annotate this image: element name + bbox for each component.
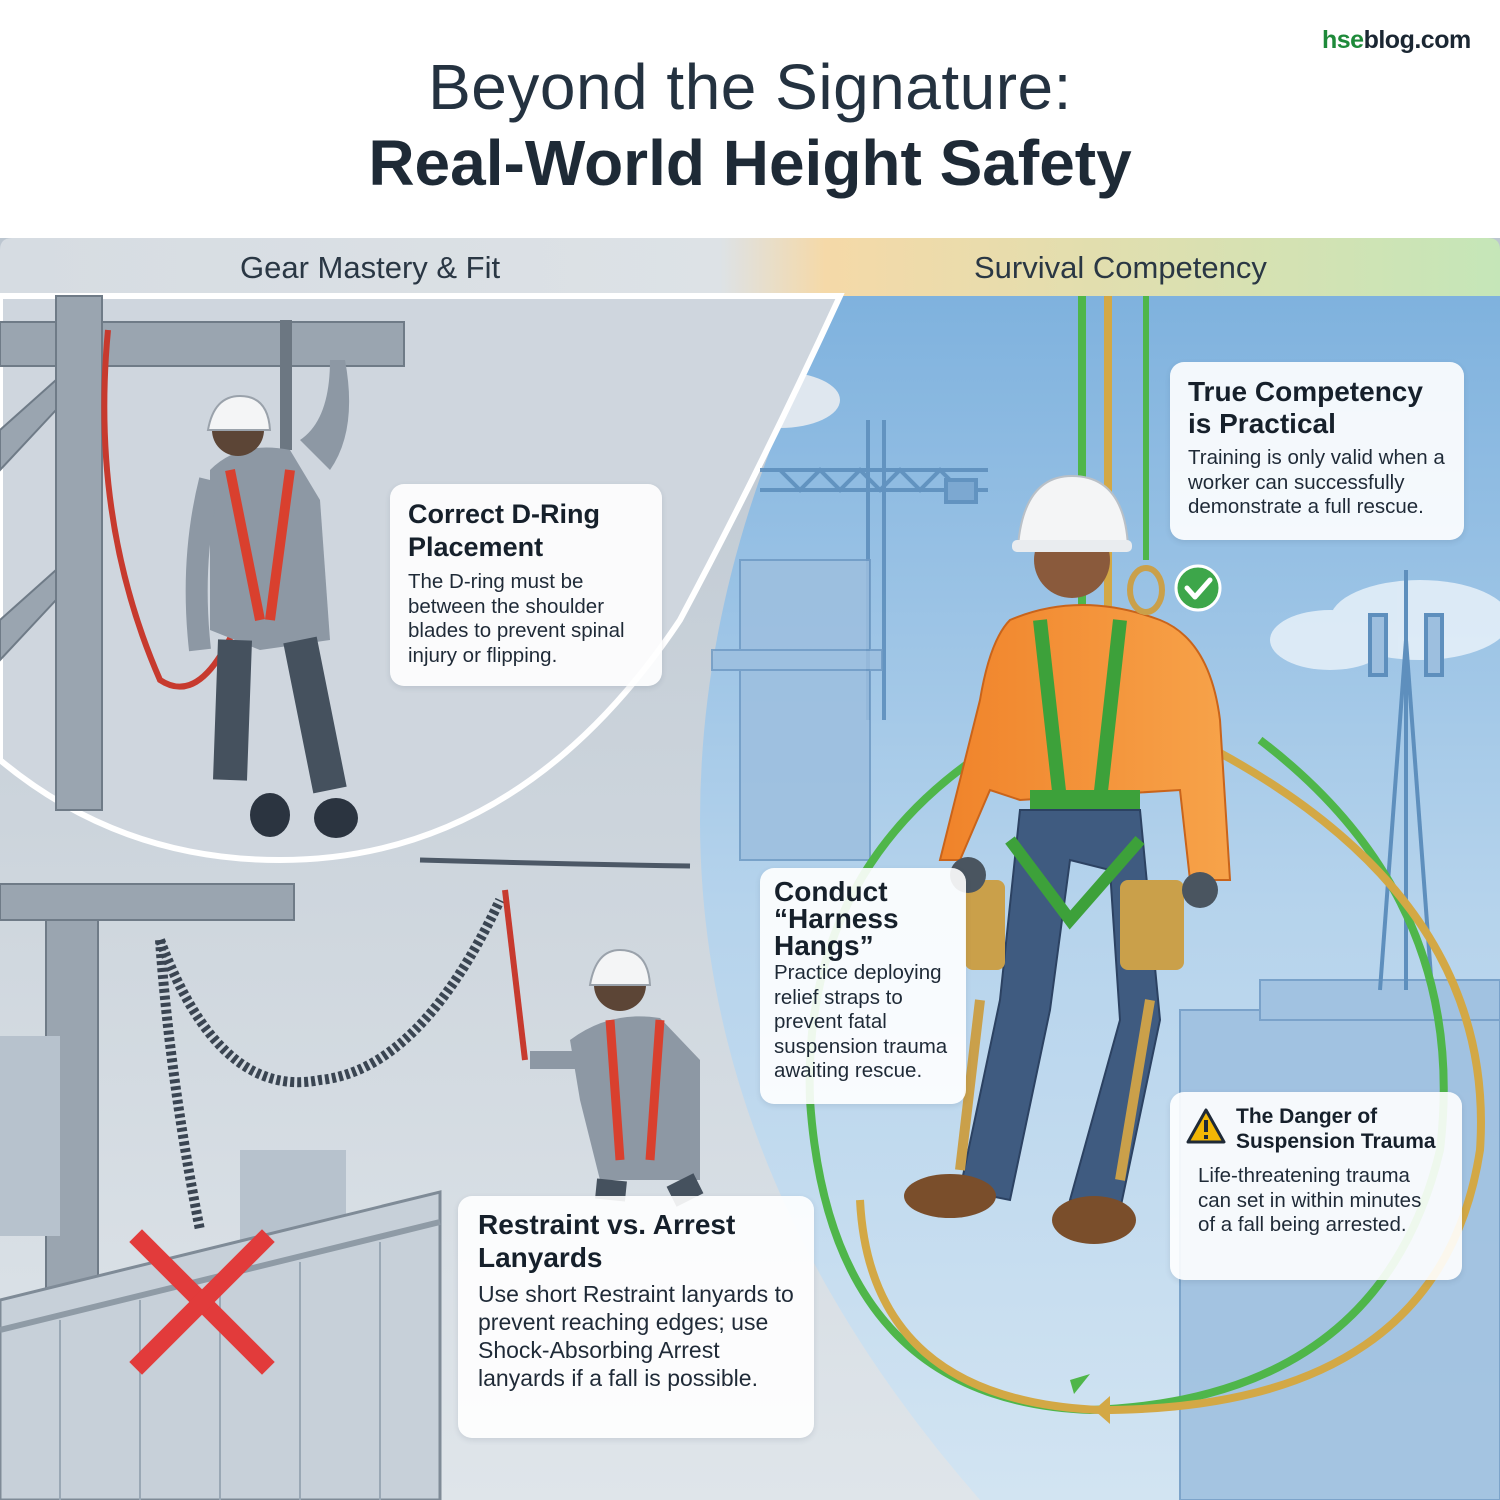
cross-icon [129, 1229, 275, 1375]
brand-logo: hseblog.com [1322, 26, 1471, 55]
worker-upper [101, 320, 358, 838]
buildings-lower-left [0, 1036, 346, 1270]
rescue-loop-gold [856, 296, 1485, 1415]
page-title-line-2: Real-World Height Safety [368, 127, 1132, 199]
worker-hanging [904, 474, 1232, 1244]
card-hangs-heading: Conduct “Harness Hangs” [774, 876, 899, 961]
card-trauma-heading: The Danger of Suspension Trauma [1236, 1105, 1436, 1153]
card-suspension-trauma: The Danger of Suspension Trauma Life-thr… [1170, 1092, 1462, 1280]
brand-part-1: hse [1322, 26, 1364, 54]
check-icon [1174, 564, 1222, 612]
card-restraint-vs-arrest: Restraint vs. Arrest Lanyards Use short … [458, 1196, 814, 1438]
card-dring-heading: Correct D-Ring Placement [408, 499, 601, 562]
card-dring-placement: Correct D-Ring Placement The D-ring must… [390, 484, 662, 686]
card-trauma-body: Life-threatening trauma can set in withi… [1198, 1164, 1422, 1236]
card-true-competency: True Competency is Practical Training is… [1170, 362, 1464, 540]
warning-icon [1186, 1108, 1226, 1144]
card-hangs-body: Practice deploying relief straps to prev… [774, 961, 948, 1082]
card-harness-hangs: Conduct “Harness Hangs” Practice deployi… [760, 868, 966, 1104]
section-label-survival: Survival Competency [974, 250, 1267, 285]
steel-frame-upper [0, 295, 405, 811]
card-competency-body: Training is only valid when a worker can… [1188, 446, 1445, 518]
card-restraint-heading: Restraint vs. Arrest Lanyards [478, 1209, 736, 1273]
lifeline [419, 857, 691, 869]
card-dring-body: The D-ring must be between the shoulder … [408, 570, 625, 667]
brand-part-2: blog.com [1363, 26, 1472, 54]
worker-lower [530, 948, 704, 1207]
coiled-lanyard [155, 897, 505, 1088]
page-title-line-1: Beyond the Signature: [428, 51, 1072, 123]
card-restraint-body: Use short Restraint lanyards to prevent … [478, 1281, 794, 1391]
card-competency-heading: True Competency is Practical [1188, 376, 1423, 439]
section-label-gear: Gear Mastery & Fit [240, 250, 501, 285]
section-band [0, 238, 1500, 296]
